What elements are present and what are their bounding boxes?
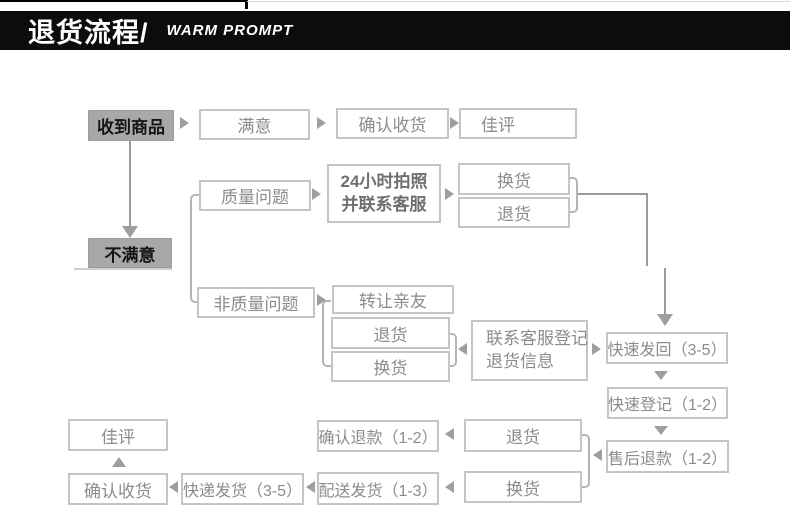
node-unsatisfied: 不满意 — [88, 238, 172, 268]
arrow-left-icon — [593, 449, 602, 461]
arrow-left-icon — [169, 481, 178, 493]
arrow-right-icon — [317, 294, 326, 306]
top-border-tick — [245, 0, 248, 9]
connector-line — [664, 268, 666, 315]
node-exchange-top: 换货 — [458, 163, 570, 195]
node-satisfied: 满意 — [199, 109, 310, 140]
node-photo-24h: 24小时拍照 并联系客服 — [327, 164, 441, 223]
node-transfer-friend: 转让亲友 — [332, 285, 454, 314]
node-good-review-bottom: 佳评 — [68, 419, 168, 451]
connector-line — [129, 141, 131, 227]
node-delivery-dispatch: 配送发货（1-3） — [317, 472, 439, 505]
node-fast-register: 快速登记（1-2） — [607, 387, 728, 419]
node-contact-cs: 联系客服登记 退货信息 — [471, 320, 588, 381]
node-confirm-receipt-bottom: 确认收货 — [68, 473, 168, 505]
shadow-line — [74, 268, 172, 270]
page-subtitle: WARM PROMPT — [166, 22, 294, 39]
arrow-down-icon — [654, 371, 668, 380]
node-good-review-top: 佳评 — [459, 108, 577, 139]
arrow-left-icon — [445, 428, 454, 440]
node-aftersale-refund: 售后退款（1-2） — [606, 440, 729, 473]
arrow-right-icon — [592, 343, 601, 355]
node-photo-24h-line1: 24小时拍照 — [340, 171, 428, 191]
arrow-right-icon — [317, 117, 326, 129]
arrow-down-icon — [122, 226, 138, 238]
bracket-connector — [582, 434, 590, 488]
node-received: 收到商品 — [88, 110, 174, 141]
node-exchange-mid: 换货 — [331, 351, 450, 382]
arrow-left-icon — [458, 343, 467, 355]
top-border-line-light — [247, 1, 790, 2]
page-title: 退货流程/ — [28, 18, 149, 48]
arrow-right-icon — [180, 117, 189, 129]
node-return-bottom: 退货 — [464, 419, 582, 452]
arrow-down-icon — [657, 314, 673, 326]
arrow-up-icon — [112, 457, 126, 467]
node-contact-cs-line2: 退货信息 — [486, 351, 554, 371]
node-fast-return: 快速发回（3-5） — [606, 332, 728, 364]
node-quality-issue: 质量问题 — [199, 180, 311, 211]
connector-line — [646, 193, 648, 266]
node-return-top: 退货 — [458, 197, 570, 228]
bracket-connector — [190, 194, 199, 303]
arrow-right-icon — [445, 188, 454, 200]
arrow-right-icon — [312, 188, 321, 200]
node-contact-cs-line1: 联系客服登记 — [486, 328, 588, 348]
node-non-quality-issue: 非质量问题 — [197, 287, 315, 318]
arrow-right-icon — [450, 117, 459, 129]
arrow-left-icon — [445, 481, 454, 493]
arrow-left-icon — [306, 481, 315, 493]
node-return-mid: 退货 — [331, 317, 450, 349]
node-confirm-receipt-top: 确认收货 — [336, 108, 449, 139]
node-confirm-refund: 确认退款（1-2） — [317, 420, 439, 452]
arrow-down-icon — [654, 426, 668, 435]
bracket-connector — [570, 177, 578, 213]
header-bar: 退货流程/ WARM PROMPT — [0, 11, 790, 50]
bracket-connector — [322, 300, 331, 367]
bracket-connector — [450, 333, 457, 367]
top-border-line — [0, 0, 247, 2]
node-express-dispatch: 快递发货（3-5） — [181, 473, 304, 505]
connector-line — [578, 193, 648, 195]
node-exchange-bottom: 换货 — [464, 471, 582, 503]
node-photo-24h-line2: 并联系客服 — [341, 194, 427, 214]
